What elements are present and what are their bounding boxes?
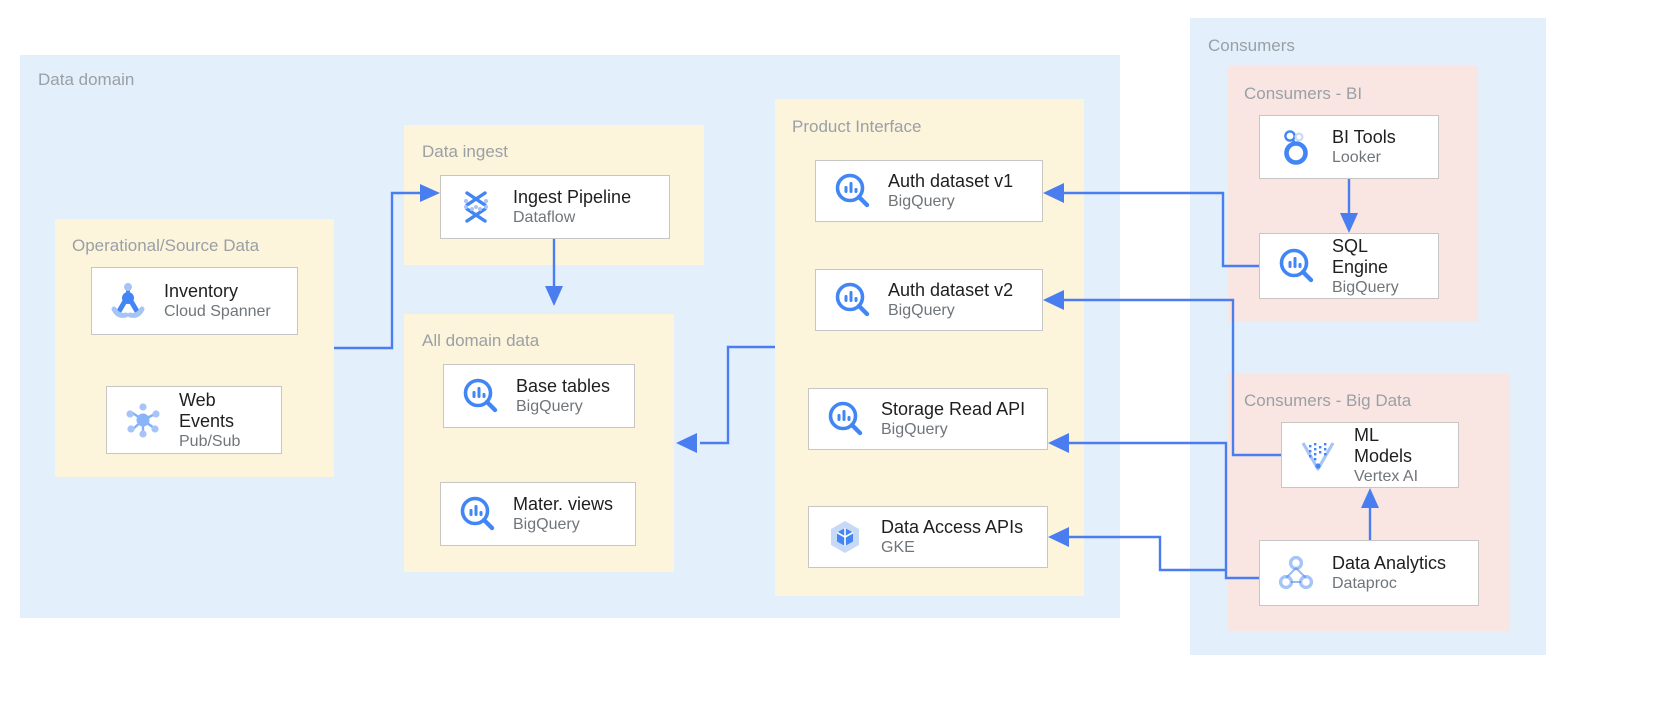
group-label-all-domain-data: All domain data [422, 331, 540, 350]
group-label-consumers: Consumers [1208, 36, 1295, 55]
node-data-analytics-text: Data Analytics Dataproc [1332, 553, 1446, 593]
node-title: Auth dataset v2 [888, 280, 1014, 300]
node-subtitle: BigQuery [1332, 278, 1399, 296]
node-data-access-apis-text: Data Access APIs GKE [881, 517, 1023, 557]
bigquery-icon [835, 282, 870, 317]
node-web-events-text: Web Events Pub/Sub [179, 390, 240, 451]
node-title: Data Access APIs [881, 517, 1024, 537]
group-label-data-ingest: Data ingest [422, 142, 508, 161]
node-sql-engine-text: SQL Engine BigQuery [1332, 236, 1399, 297]
node-title: Base tables [516, 376, 611, 396]
node-subtitle: Vertex AI [1354, 467, 1419, 485]
looker-icon [1284, 130, 1308, 165]
group-label-consumers-big-data: Consumers - Big Data [1244, 391, 1412, 410]
node-ml-models[interactable]: ML Models Vertex AI [1281, 422, 1459, 488]
node-data-analytics[interactable]: Data Analytics Dataproc [1259, 540, 1479, 606]
node-sql-engine[interactable]: SQL Engine BigQuery [1259, 233, 1439, 299]
node-web-events[interactable]: Web Events Pub/Sub [106, 386, 282, 454]
node-storage-read-api[interactable]: Storage Read API BigQuery [808, 388, 1048, 450]
node-title: Data Analytics [1332, 553, 1447, 573]
node-title: Mater. views [513, 494, 614, 514]
node-subtitle: BigQuery [888, 193, 955, 210]
group-label-data-domain: Data domain [38, 70, 135, 89]
node-title: Storage Read API [881, 399, 1026, 419]
gke-icon [831, 521, 859, 553]
node-auth-v2-text: Auth dataset v2 BigQuery [888, 280, 1013, 320]
node-ingest-pipeline-text: Ingest Pipeline Dataflow [513, 187, 631, 227]
node-auth-dataset-v2[interactable]: Auth dataset v2 BigQuery [815, 269, 1043, 331]
node-storage-read-api-text: Storage Read API BigQuery [881, 399, 1025, 439]
dataflow-icon [464, 191, 488, 223]
group-label-product-interface: Product Interface [792, 117, 922, 136]
bigquery-icon [460, 496, 495, 531]
node-title: Auth dataset v1 [888, 171, 1014, 191]
bigquery-icon [1279, 248, 1314, 283]
node-bi-tools-text: BI Tools Looker [1332, 127, 1396, 167]
dataproc-icon [1278, 555, 1314, 590]
node-subtitle: BigQuery [888, 302, 955, 319]
node-title: Web Events [179, 389, 235, 431]
node-subtitle: Cloud Spanner [164, 303, 271, 320]
node-mater-views-text: Mater. views BigQuery [513, 494, 613, 534]
node-subtitle: Dataproc [1332, 575, 1397, 592]
node-subtitle: Dataflow [513, 209, 576, 226]
node-data-access-apis[interactable]: Data Access APIs GKE [808, 506, 1048, 568]
node-mater-views[interactable]: Mater. views BigQuery [440, 482, 636, 546]
node-subtitle: Looker [1332, 149, 1381, 166]
bigquery-icon [828, 401, 863, 436]
group-label-consumers-bi: Consumers - BI [1244, 84, 1363, 103]
node-subtitle: BigQuery [513, 516, 580, 533]
cloud-spanner-icon [111, 283, 145, 318]
node-subtitle: BigQuery [516, 398, 583, 415]
node-base-tables-text: Base tables BigQuery [516, 376, 610, 416]
node-auth-v1-text: Auth dataset v1 BigQuery [888, 171, 1013, 211]
node-title: ML Models [1354, 424, 1413, 466]
node-bi-tools[interactable]: BI Tools Looker [1259, 115, 1439, 179]
bigquery-icon [463, 378, 498, 413]
node-inventory-text: Inventory Cloud Spanner [164, 281, 271, 321]
node-ingest-pipeline[interactable]: Ingest Pipeline Dataflow [440, 175, 670, 239]
node-title: Inventory [164, 281, 239, 301]
node-ml-models-text: ML Models Vertex AI [1354, 425, 1418, 486]
bigquery-icon [835, 173, 870, 208]
node-title: BI Tools [1332, 127, 1396, 147]
node-auth-dataset-v1[interactable]: Auth dataset v1 BigQuery [815, 160, 1043, 222]
node-subtitle: GKE [881, 539, 915, 556]
node-subtitle: BigQuery [881, 421, 948, 438]
node-subtitle: Pub/Sub [179, 432, 241, 450]
node-title: Ingest Pipeline [513, 187, 632, 207]
node-title: SQL Engine [1332, 235, 1389, 277]
pubsub-icon [126, 403, 160, 438]
node-base-tables[interactable]: Base tables BigQuery [443, 364, 635, 428]
group-label-operational-source-data: Operational/Source Data [72, 236, 260, 255]
vertex-ai-icon [1301, 442, 1335, 471]
node-inventory[interactable]: Inventory Cloud Spanner [91, 267, 298, 335]
